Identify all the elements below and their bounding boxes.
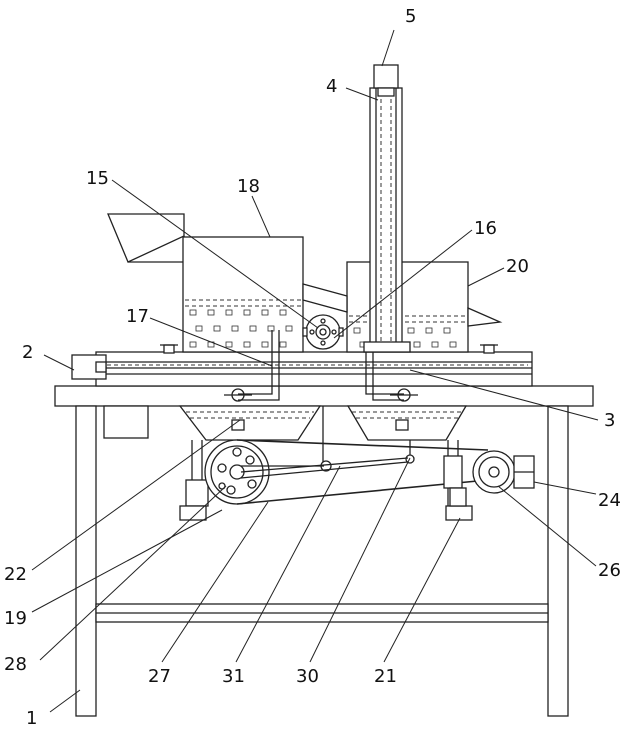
label-28: 28	[4, 654, 27, 675]
label-3: 3	[604, 410, 615, 431]
granule	[243, 341, 251, 348]
granule	[225, 309, 233, 316]
granule	[231, 325, 239, 332]
leader-lines	[31, 29, 599, 713]
granule	[443, 327, 451, 334]
granule	[431, 341, 439, 348]
part-labels: 5 4 15 18 16 20 17 2 3 24 26 22 19 28 27…	[4, 6, 621, 729]
right-motor	[443, 440, 535, 521]
label-19: 19	[4, 608, 27, 629]
label-18: 18	[237, 176, 260, 197]
granule	[195, 325, 203, 332]
label-26: 26	[598, 560, 621, 581]
label-15: 15	[86, 168, 109, 189]
granule	[225, 341, 233, 348]
granule	[189, 341, 197, 348]
label-17: 17	[126, 306, 149, 327]
granule	[207, 309, 215, 316]
granule	[213, 325, 221, 332]
label-30: 30	[296, 666, 319, 687]
label-27: 27	[148, 666, 171, 687]
granule	[189, 309, 197, 316]
granule	[353, 327, 361, 334]
label-1: 1	[26, 708, 37, 729]
granule	[261, 309, 269, 316]
label-16: 16	[474, 218, 497, 239]
granule	[413, 341, 421, 348]
right-hopper	[302, 261, 503, 353]
granule	[249, 325, 257, 332]
granule	[407, 327, 415, 334]
label-2: 2	[22, 342, 33, 363]
slide-rail	[71, 344, 533, 402]
granule	[285, 325, 293, 332]
label-4: 4	[326, 76, 337, 97]
granule	[425, 327, 433, 334]
granule	[243, 309, 251, 316]
granule	[279, 341, 287, 348]
vertical-column	[363, 64, 411, 353]
granule	[279, 309, 287, 316]
label-21: 21	[374, 666, 397, 687]
label-22: 22	[4, 564, 27, 585]
label-24: 24	[598, 490, 621, 511]
center-gear	[302, 314, 344, 350]
granule	[449, 341, 457, 348]
left-hopper	[107, 213, 304, 353]
granule	[261, 341, 269, 348]
label-5: 5	[405, 6, 416, 27]
granule	[267, 325, 275, 332]
label-20: 20	[506, 256, 529, 277]
left-pulley	[179, 439, 270, 521]
granule-pattern	[189, 309, 457, 348]
frame	[54, 385, 594, 717]
label-31: 31	[222, 666, 245, 687]
